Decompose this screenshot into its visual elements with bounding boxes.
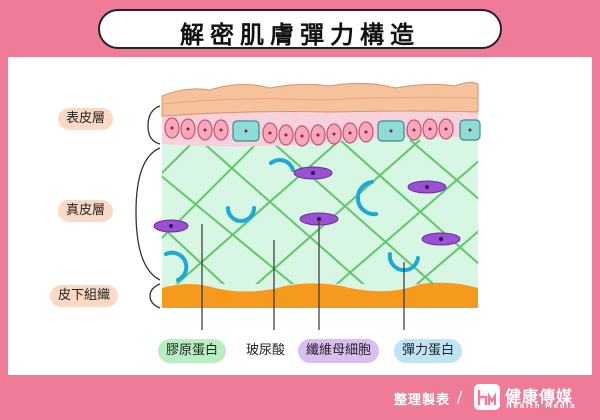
brand-subtitle: Health Media bbox=[506, 402, 577, 410]
hm-logo-icon bbox=[474, 384, 500, 410]
callout-lines bbox=[201, 222, 405, 330]
brand-name: 健康傳媒 bbox=[505, 387, 574, 406]
page-title: 解密肌膚彈力構造 bbox=[180, 21, 420, 49]
layer-brackets bbox=[135, 105, 161, 309]
tag-elastin: 彈力蛋白 bbox=[394, 339, 463, 363]
layer-label-subcutaneous: 皮下組織 bbox=[50, 285, 119, 307]
layer-label-dermis: 真皮層 bbox=[58, 200, 114, 222]
credit-text: 整理製表 bbox=[394, 393, 451, 408]
elastin-fibers bbox=[164, 158, 420, 282]
credit-divider: / bbox=[457, 388, 463, 406]
epidermis-top-layer bbox=[161, 81, 479, 117]
title-banner: 解密肌膚彈力構造 bbox=[98, 9, 502, 49]
layer-label-epidermis: 表皮層 bbox=[58, 108, 114, 130]
tag-fibroblast: 纖維母細胞 bbox=[298, 339, 380, 363]
tag-collagen: 膠原蛋白 bbox=[158, 339, 227, 363]
tag-hyaluronic-acid: 玻尿酸 bbox=[238, 339, 294, 363]
collagen-fibers bbox=[162, 139, 478, 284]
